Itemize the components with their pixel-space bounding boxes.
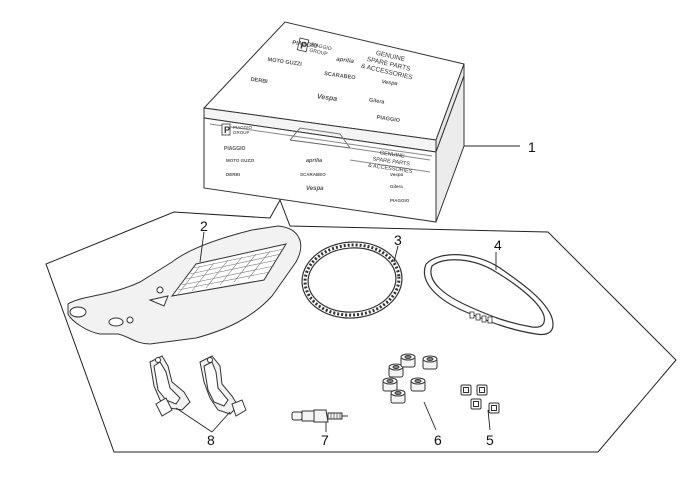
variator-sliders — [460, 384, 500, 414]
callout-3: 3 — [394, 232, 402, 248]
v-belt — [423, 254, 554, 336]
front-group-line-2: GROUP — [233, 130, 250, 135]
lid-brand-6: DERBI — [250, 77, 268, 85]
lid-brand-9: PIAGGIO — [376, 115, 401, 124]
front-group-logo: P PIAGGIO GROUP — [221, 123, 253, 136]
leader-lines — [175, 145, 520, 433]
lid-brand-logos: PIAGGIO aprilia MOTO GUZZI SCARABEO Vesp… — [250, 40, 401, 124]
callout-7: 7 — [321, 432, 329, 448]
spark-plug — [291, 409, 348, 423]
front-brand-2: aprilia — [306, 158, 322, 164]
spare-parts-box — [202, 21, 465, 223]
callout-numbers: 1 2 3 4 5 6 7 8 — [200, 139, 536, 448]
front-brand-7: Gilera — [390, 184, 403, 189]
front-group-line-1: PIAGGIO — [233, 125, 253, 130]
front-brand-mark: P — [224, 125, 230, 135]
front-brand-9: PIAGGIO — [390, 198, 410, 203]
lid-brand-5: Vespa — [381, 79, 398, 87]
lid-brand-7: Gilera — [368, 98, 385, 106]
lid-brand-3: MOTO GUZZI — [267, 57, 302, 68]
front-brand-3: MOTO GUZZI — [226, 158, 254, 163]
kit-outline — [45, 198, 677, 453]
lid-brand-2: aprilia — [336, 57, 355, 65]
callout-6: 6 — [434, 432, 442, 448]
drive-belt — [301, 241, 403, 319]
lid-brand-1: PIAGGIO — [292, 40, 319, 50]
front-tagline-2: SPARE PARTS — [372, 156, 410, 167]
callout-4: 4 — [494, 237, 502, 253]
front-brand-6: Vespa — [306, 186, 324, 192]
variator-rollers — [382, 353, 438, 404]
lid-brand-8: Vespa — [316, 93, 337, 103]
front-brand-5: DERBI — [226, 172, 240, 177]
lid-brand-4: SCARABEO — [324, 71, 357, 81]
callout-2: 2 — [200, 218, 208, 234]
front-brand-4: SCARABEO — [300, 172, 326, 177]
front-tagline-1: GENUINE — [379, 150, 405, 159]
air-filter — [67, 225, 301, 345]
callout-8: 8 — [207, 432, 215, 448]
lid-group-logo: P PIAGGIO GROUP — [296, 37, 332, 58]
front-brand-8: Vespa — [390, 172, 404, 177]
brand-mark: P — [299, 40, 308, 52]
callout-5: 5 — [486, 432, 494, 448]
group-name-line-1: PIAGGIO — [310, 42, 332, 53]
front-brand-1: PIAGGIO — [224, 146, 246, 152]
group-name-line-2: GROUP — [309, 48, 329, 58]
brake-pads — [149, 355, 247, 417]
callout-1: 1 — [528, 139, 536, 155]
front-brand-logos: PIAGGIO aprilia MOTO GUZZI SCARABEO DERB… — [224, 146, 410, 203]
